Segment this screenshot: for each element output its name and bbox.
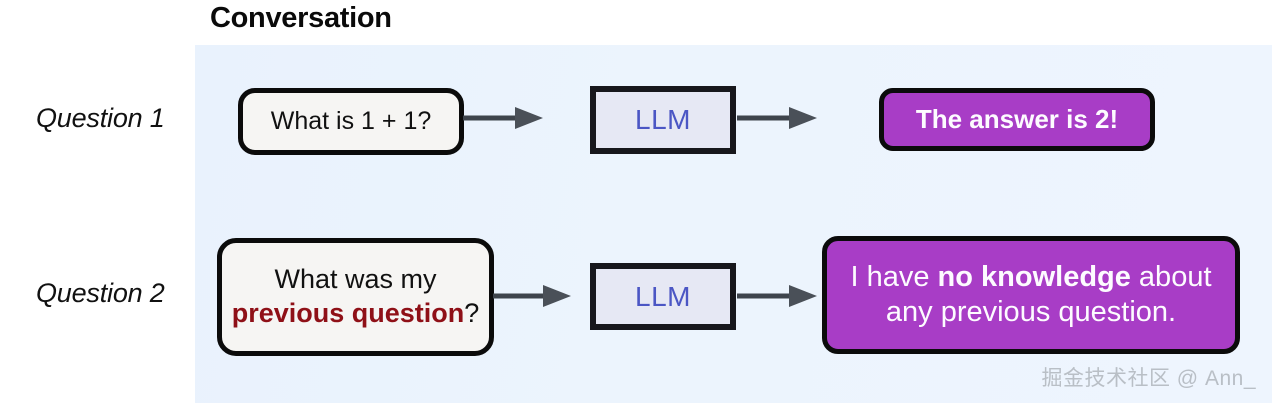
question-box-2: What was my previous question? [217,238,494,356]
arrow-right-icon-3 [493,285,571,307]
watermark: 掘金技术社区 @ Ann_ [1041,367,1256,390]
answer-bubble-2-emphasis: no knowledge [937,261,1131,294]
answer-bubble-2-line1-pre: I have [850,261,938,294]
question-box-2-text: What was my previous question? [232,264,480,330]
question-box-2-suffix: ? [464,298,480,328]
question-box-2-line1: What was my [274,264,437,295]
question-box-1-text: What is 1 + 1? [270,106,432,135]
question-box-2-line2: previous question? [232,298,480,330]
answer-bubble-1: The answer is 2! [879,88,1155,151]
answer-bubble-2-line2: any previous question. [885,296,1177,328]
llm-box-1: LLM [590,86,736,154]
page-title: Conversation [210,2,392,34]
row-label-question-2: Question 2 [36,278,165,308]
answer-bubble-2: I have no knowledge about any previous q… [822,236,1240,354]
arrow-right-icon-2 [737,107,817,129]
arrow-right-icon-4 [737,285,817,307]
answer-bubble-1-text: The answer is 2! [915,103,1119,134]
question-box-1: What is 1 + 1? [238,88,464,155]
llm-box-1-label: LLM [635,104,691,135]
answer-bubble-2-line1: I have no knowledge about [850,260,1211,295]
answer-bubble-2-line1-post: about [1130,261,1212,294]
arrow-right-icon-1 [463,107,543,129]
question-box-2-emphasis: previous question [231,298,465,328]
answer-bubble-2-text: I have no knowledge about any previous q… [850,260,1211,330]
row-label-question-1: Question 1 [36,103,165,133]
llm-box-2-label: LLM [635,280,691,312]
llm-box-2: LLM [590,263,736,330]
